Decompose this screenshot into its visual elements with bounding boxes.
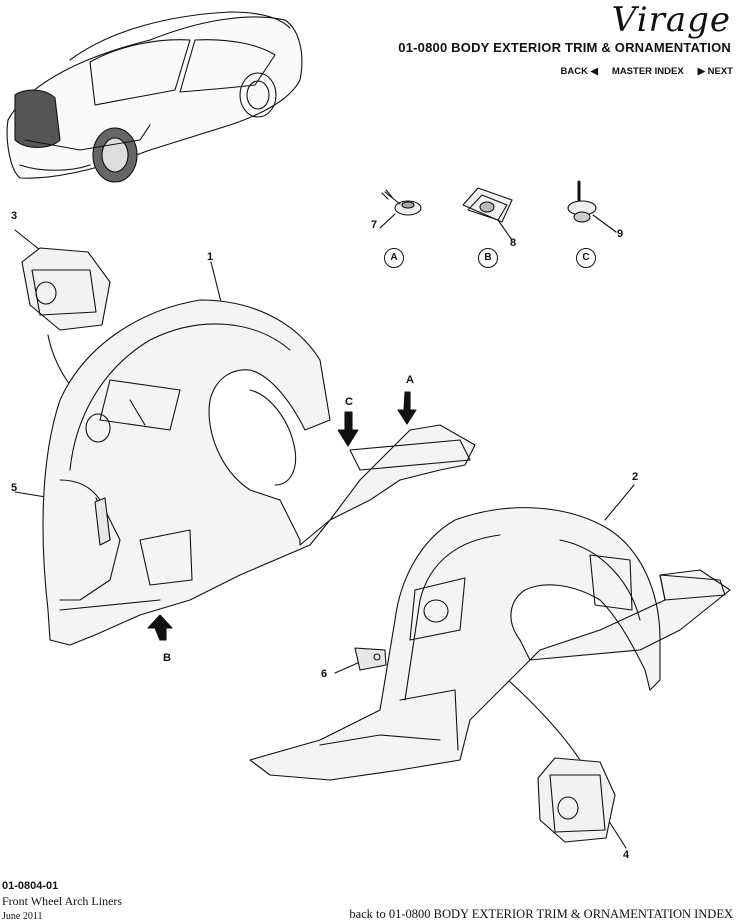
back-link[interactable]: BACK ◀ [560,66,598,77]
callout-7: 7 [371,219,378,231]
callout-4: 4 [623,849,630,861]
wheel-arch-liner-front-right [249,507,731,781]
callout-5: 5 [11,482,18,494]
bracket-6 [354,647,387,671]
wheel-arch-liner-front-left [42,299,476,646]
page-title: 01-0800 BODY EXTERIOR TRIM & ORNAMENTATI… [398,40,731,55]
arrow-label-b: B [163,652,171,664]
diagram-date: June 2011 [2,911,43,922]
master-index-link[interactable]: MASTER INDEX [611,66,684,77]
fastener-key-c: C [576,248,596,268]
diagram-name: Front Wheel Arch Liners [2,894,123,908]
next-link[interactable]: ▶ NEXT [697,66,733,77]
arrow-label-c: C [345,396,353,408]
bracket-5 [94,497,111,546]
callout-6: 6 [321,668,328,680]
callout-8: 8 [510,237,517,249]
callout-1: 1 [207,251,214,263]
fastener-8 [462,187,513,223]
nav-bar: BACK ◀ MASTER INDEX ▶ NEXT [561,66,733,77]
arrow-a [397,391,417,425]
arrow-label-a: A [406,374,414,386]
back-to-index-link[interactable]: back to 01-0800 BODY EXTERIOR TRIM & ORN… [349,907,733,921]
arrow-b [147,614,173,641]
callout-9: 9 [617,228,624,240]
car-overview-illustration [6,11,303,183]
callout-3: 3 [11,210,18,222]
callout-2: 2 [632,471,639,483]
fastener-9 [567,180,597,223]
fastener-key-b: B [478,248,498,268]
diagram-code: 01-0804-01 [2,880,59,892]
arrow-c [337,411,359,447]
liner-insert-panel-4 [537,757,616,843]
fastener-7 [381,189,422,216]
brand-logo: Virage [611,0,731,40]
fastener-key-a: A [384,248,404,268]
liner-insert-panel-3 [21,247,111,331]
